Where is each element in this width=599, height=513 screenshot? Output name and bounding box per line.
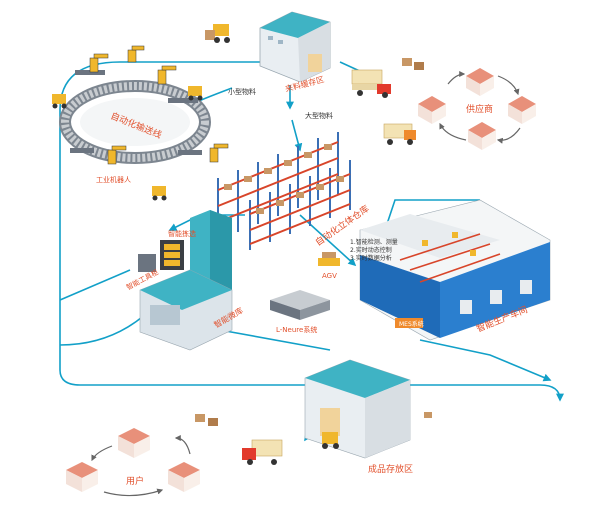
- house-icon: [418, 96, 446, 124]
- suppliers-label: 供应商: [466, 103, 493, 115]
- suppliers-cluster: [402, 58, 536, 150]
- house-icon: [466, 68, 494, 96]
- workshop-notes: 1.智能检测、测量 2.实时动态控制 3.实时数据分析: [350, 238, 398, 262]
- smart-micro-warehouse: [139, 210, 233, 351]
- users-label: 用户: [126, 475, 144, 487]
- workshop-building: MES系统: [359, 199, 551, 341]
- mes-badge: MES系统: [399, 320, 424, 328]
- truck-icon: [242, 439, 283, 465]
- workshop-note-3: 3.实时数据分析: [350, 254, 392, 262]
- finished-goods-label: 成品存放区: [368, 463, 413, 475]
- house-icon: [468, 122, 496, 150]
- smart-picking-label: 智能拣选: [168, 229, 196, 238]
- cardboard-box-icon: [195, 412, 432, 426]
- small-material-label: 小型物料: [228, 87, 256, 96]
- truck-icon: [351, 69, 391, 98]
- automated-conveyor-line: [59, 70, 211, 164]
- truck-icon: [383, 123, 416, 145]
- raw-material-warehouse: [259, 11, 331, 83]
- lneure-system-label: L-Neure系统: [276, 325, 317, 334]
- forklift-icon: [52, 86, 203, 201]
- house-icon: [168, 462, 200, 492]
- house-icon: [118, 428, 150, 458]
- agv-icon: [318, 252, 340, 266]
- finished-goods-warehouse: [304, 359, 411, 459]
- server-icon: [270, 290, 330, 320]
- forklift-icon: [205, 24, 230, 43]
- large-material-label: 大型物料: [305, 111, 333, 120]
- automated-warehouse-racks: [217, 132, 351, 250]
- workshop-note-2: 2.实时动态控制: [350, 246, 392, 254]
- forklift-icon: [322, 432, 339, 449]
- cardboard-box-icon: [402, 58, 424, 70]
- agv-label: AGV: [322, 272, 337, 280]
- robot-arm-icon: [89, 45, 229, 165]
- workshop-note-1: 1.智能检测、测量: [350, 238, 398, 246]
- cabinet-icon: [138, 240, 184, 272]
- house-icon: [66, 462, 98, 492]
- users-cluster: [66, 428, 200, 497]
- house-icon: [508, 96, 536, 124]
- industrial-robot-label: 工业机器人: [96, 175, 131, 184]
